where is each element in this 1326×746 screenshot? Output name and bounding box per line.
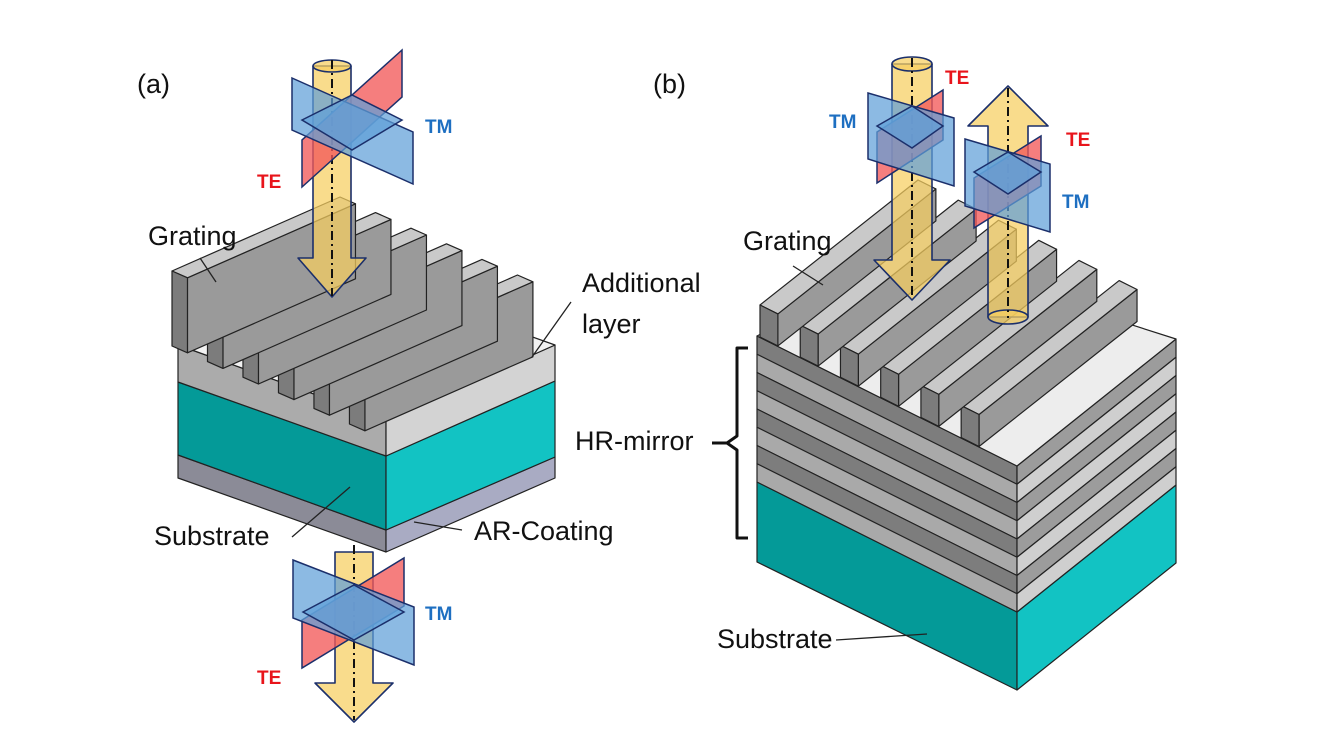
- tm-label-reflected-b: TM: [1062, 192, 1089, 213]
- additional-layer-label-line2: layer: [582, 309, 641, 339]
- ar-coating-label: AR-Coating: [474, 516, 614, 546]
- te-label-reflected-b: TE: [1066, 130, 1090, 151]
- substrate-label-a: Substrate: [154, 521, 270, 551]
- panel-a-label: (a): [137, 69, 170, 99]
- grating-bar: [960, 279, 1138, 448]
- mirror-layer-side: [1016, 466, 1177, 613]
- additional-layer-label-line1: Additional: [582, 268, 701, 298]
- grating-label-a: Grating: [148, 221, 237, 251]
- tm-label-incident-b: TM: [829, 112, 856, 133]
- tm-label-incident-a: TM: [425, 117, 452, 138]
- polarization-planes-incident-a: [291, 48, 414, 189]
- te-label-incident-b: TE: [945, 68, 969, 89]
- hr-mirror-label: HR-mirror: [575, 426, 693, 456]
- te-label-incident-a: TE: [257, 172, 281, 193]
- panel-b-label: (b): [653, 69, 686, 99]
- polarization-planes-reflected-b: [964, 134, 1051, 234]
- panel-b: (b) TE TM: [575, 56, 1177, 691]
- hr-mirror-brace: [712, 346, 748, 540]
- tm-label-transmitted-a: TM: [425, 604, 452, 625]
- polarization-planes-transmitted-a: [292, 556, 415, 670]
- polarization-planes-incident-b: [867, 88, 955, 188]
- panel-a: (a) TM TE: [137, 48, 701, 723]
- substrate-label-b: Substrate: [717, 624, 833, 654]
- grating-label-b: Grating: [743, 226, 832, 256]
- te-label-transmitted-a: TE: [257, 668, 281, 689]
